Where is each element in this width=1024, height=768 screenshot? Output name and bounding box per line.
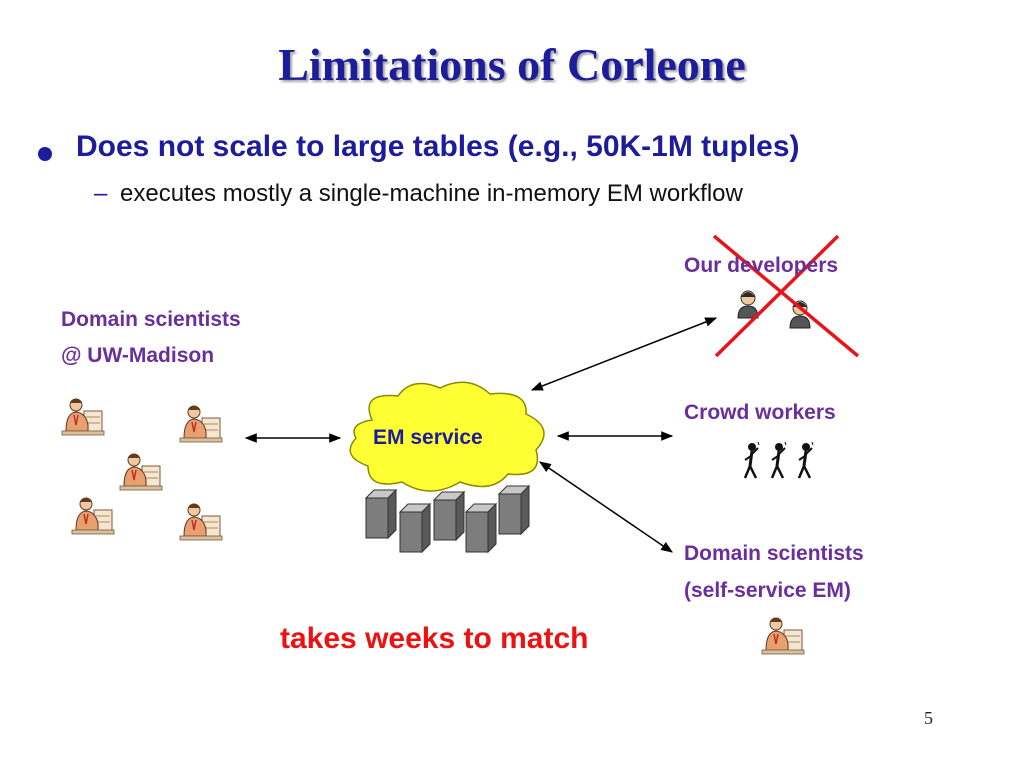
crowd-workers-label: Crowd workers [684,401,836,424]
server-icon [433,491,465,541]
scientist-icon [61,398,105,436]
sub-bullet-dash: – [94,180,108,207]
server-icon [365,489,397,539]
developer-icon [737,290,759,319]
crowd-worker-icon [770,440,788,480]
em-service-cloud [349,381,545,492]
scientist-icon [119,453,163,491]
self-service-label-line1: Domain scientists [684,542,864,565]
caption: takes weeks to match [280,622,589,655]
cross-out-icon [712,234,860,358]
left-group-label-line2: @ UW-Madison [61,344,215,367]
slide-title: Limitations of Corleone [278,39,746,90]
server-icon [465,503,497,553]
sub-bullet-text: executes mostly a single-machine in-memo… [120,180,743,207]
page-number: 5 [924,708,933,728]
scientist-icon [179,503,223,541]
scientist-icon [179,405,223,443]
em-service-label: EM service [373,426,483,449]
server-icon [399,503,431,553]
crowd-worker-icon [743,440,761,480]
server-icon [498,485,530,535]
crowd-worker-icon [797,440,815,480]
left-group-label-line1: Domain scientists [61,308,241,331]
scientist-icon [71,497,115,535]
scientist-icon [761,617,805,655]
arrow-service-to-developers [530,317,718,391]
self-service-label-line2: (self-service EM) [684,579,851,602]
bullet-text: Does not scale to large tables (e.g., 50… [76,130,800,163]
developers-label: Our developers [684,254,839,277]
arrow-service-to-scientists [539,461,673,553]
bullet-dot [38,147,52,161]
